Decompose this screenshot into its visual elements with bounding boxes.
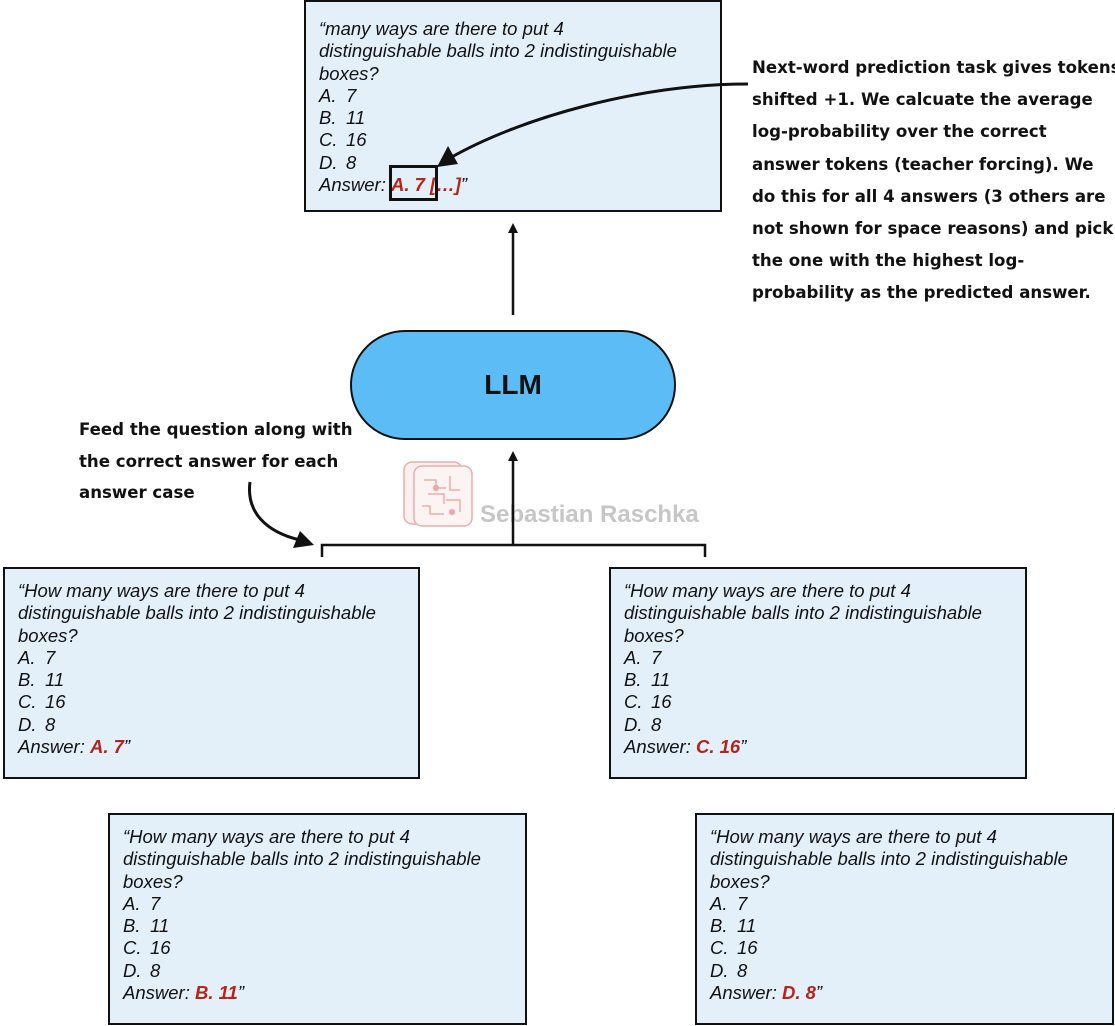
option-a: A.7 xyxy=(624,646,662,668)
watermark-text: Sebastian Raschka xyxy=(480,501,699,528)
question-line: “How many ways are there to put 4 xyxy=(123,826,410,847)
question-line: boxes? xyxy=(123,870,183,892)
top-question-box: “many ways are there to put 4 distinguis… xyxy=(304,0,722,212)
option-c: C.16 xyxy=(18,691,66,713)
answer-highlight: C. 16 xyxy=(695,736,741,758)
question-line: distinguishable balls into 2 indistingui… xyxy=(624,602,982,624)
annotation-line: do this for all 4 answers (3 others are xyxy=(752,186,1106,206)
question-line: boxes? xyxy=(319,62,379,84)
question-line: boxes? xyxy=(18,624,78,646)
annotation-line: probability as the predicted answer. xyxy=(752,283,1091,303)
option-b: B.11 xyxy=(710,915,757,937)
option-d: D.8 xyxy=(123,959,161,981)
curved-arrowhead xyxy=(437,146,458,167)
answer-line: Answer: D. 8” xyxy=(710,982,823,1004)
option-b: B.11 xyxy=(624,669,671,691)
answer-line: Answer: A. 7” xyxy=(18,736,131,758)
llm-label: LLM xyxy=(484,369,542,400)
answer-highlight: A. 7 […] xyxy=(390,174,461,196)
option-b: B.11 xyxy=(319,107,366,129)
option-c: C.16 xyxy=(624,691,672,713)
question-line: boxes? xyxy=(624,624,684,646)
question-line: “How many ways are there to put 4 xyxy=(18,580,305,601)
answer-line: Answer: A. 7 […]” xyxy=(319,174,468,196)
option-d: D.8 xyxy=(18,713,56,735)
answer-case-box-c: “How many ways are there to put 4 distin… xyxy=(609,567,1027,779)
question-line: distinguishable balls into 2 indistingui… xyxy=(710,848,1068,870)
annotation-line: answer case xyxy=(79,483,195,502)
question-line: “How many ways are there to put 4 xyxy=(624,580,911,601)
annotation-line: the correct answer for each xyxy=(79,451,339,471)
annotation-line: Next-word prediction task gives tokens xyxy=(752,58,1115,77)
option-a: A.7 xyxy=(18,646,56,668)
option-d: D.8 xyxy=(624,713,662,735)
question-line: distinguishable balls into 2 indistingui… xyxy=(18,602,376,624)
question-line: boxes? xyxy=(710,870,770,892)
question-line: “How many ways are there to put 4 xyxy=(710,826,997,847)
option-c: C.16 xyxy=(710,937,758,959)
annotation-line: answer tokens (teacher forcing). We xyxy=(752,154,1094,174)
answer-line: Answer: C. 16” xyxy=(624,736,747,758)
annotation-line: the one with the highest log- xyxy=(752,251,1025,271)
annotation-line: shifted +1. We calcuate the average xyxy=(752,90,1093,110)
question-line: “many ways are there to put 4 xyxy=(319,18,564,39)
option-c: C.16 xyxy=(123,937,171,959)
answer-highlight: B. 11 xyxy=(194,982,238,1004)
option-b: B.11 xyxy=(123,915,170,937)
left-annotation: Feed the question along with the correct… xyxy=(79,414,353,509)
option-c: C.16 xyxy=(319,129,367,151)
curved-arrow-to-token xyxy=(449,82,749,160)
option-a: A.7 xyxy=(319,84,357,106)
curved-arrowhead xyxy=(293,531,314,548)
token-highlight-box xyxy=(389,165,438,201)
option-d: D.8 xyxy=(319,151,357,173)
question-line: distinguishable balls into 2 indistingui… xyxy=(319,40,677,62)
curved-arrow-to-bracket xyxy=(248,481,301,542)
input-bracket xyxy=(320,543,707,557)
option-a: A.7 xyxy=(710,892,748,914)
question-line: distinguishable balls into 2 indistingui… xyxy=(123,848,481,870)
answer-case-box-b: “How many ways are there to put 4 distin… xyxy=(108,813,527,1025)
right-annotation: Next-word prediction task gives tokens s… xyxy=(752,52,1115,310)
annotation-line: Feed the question along with xyxy=(79,420,353,439)
answer-highlight: A. 7 xyxy=(89,736,124,758)
option-d: D.8 xyxy=(710,959,748,981)
annotation-line: not shown for space reasons) and pick xyxy=(752,219,1114,239)
llm-block: LLM xyxy=(350,330,676,440)
answer-case-box-a: “How many ways are there to put 4 distin… xyxy=(3,567,420,779)
answer-case-box-d: “How many ways are there to put 4 distin… xyxy=(695,813,1114,1025)
answer-line: Answer: B. 11” xyxy=(123,982,244,1004)
answer-highlight: D. 8 xyxy=(781,982,816,1004)
option-a: A.7 xyxy=(123,892,161,914)
option-b: B.11 xyxy=(18,669,65,691)
annotation-line: log-probability over the correct xyxy=(752,122,1047,142)
